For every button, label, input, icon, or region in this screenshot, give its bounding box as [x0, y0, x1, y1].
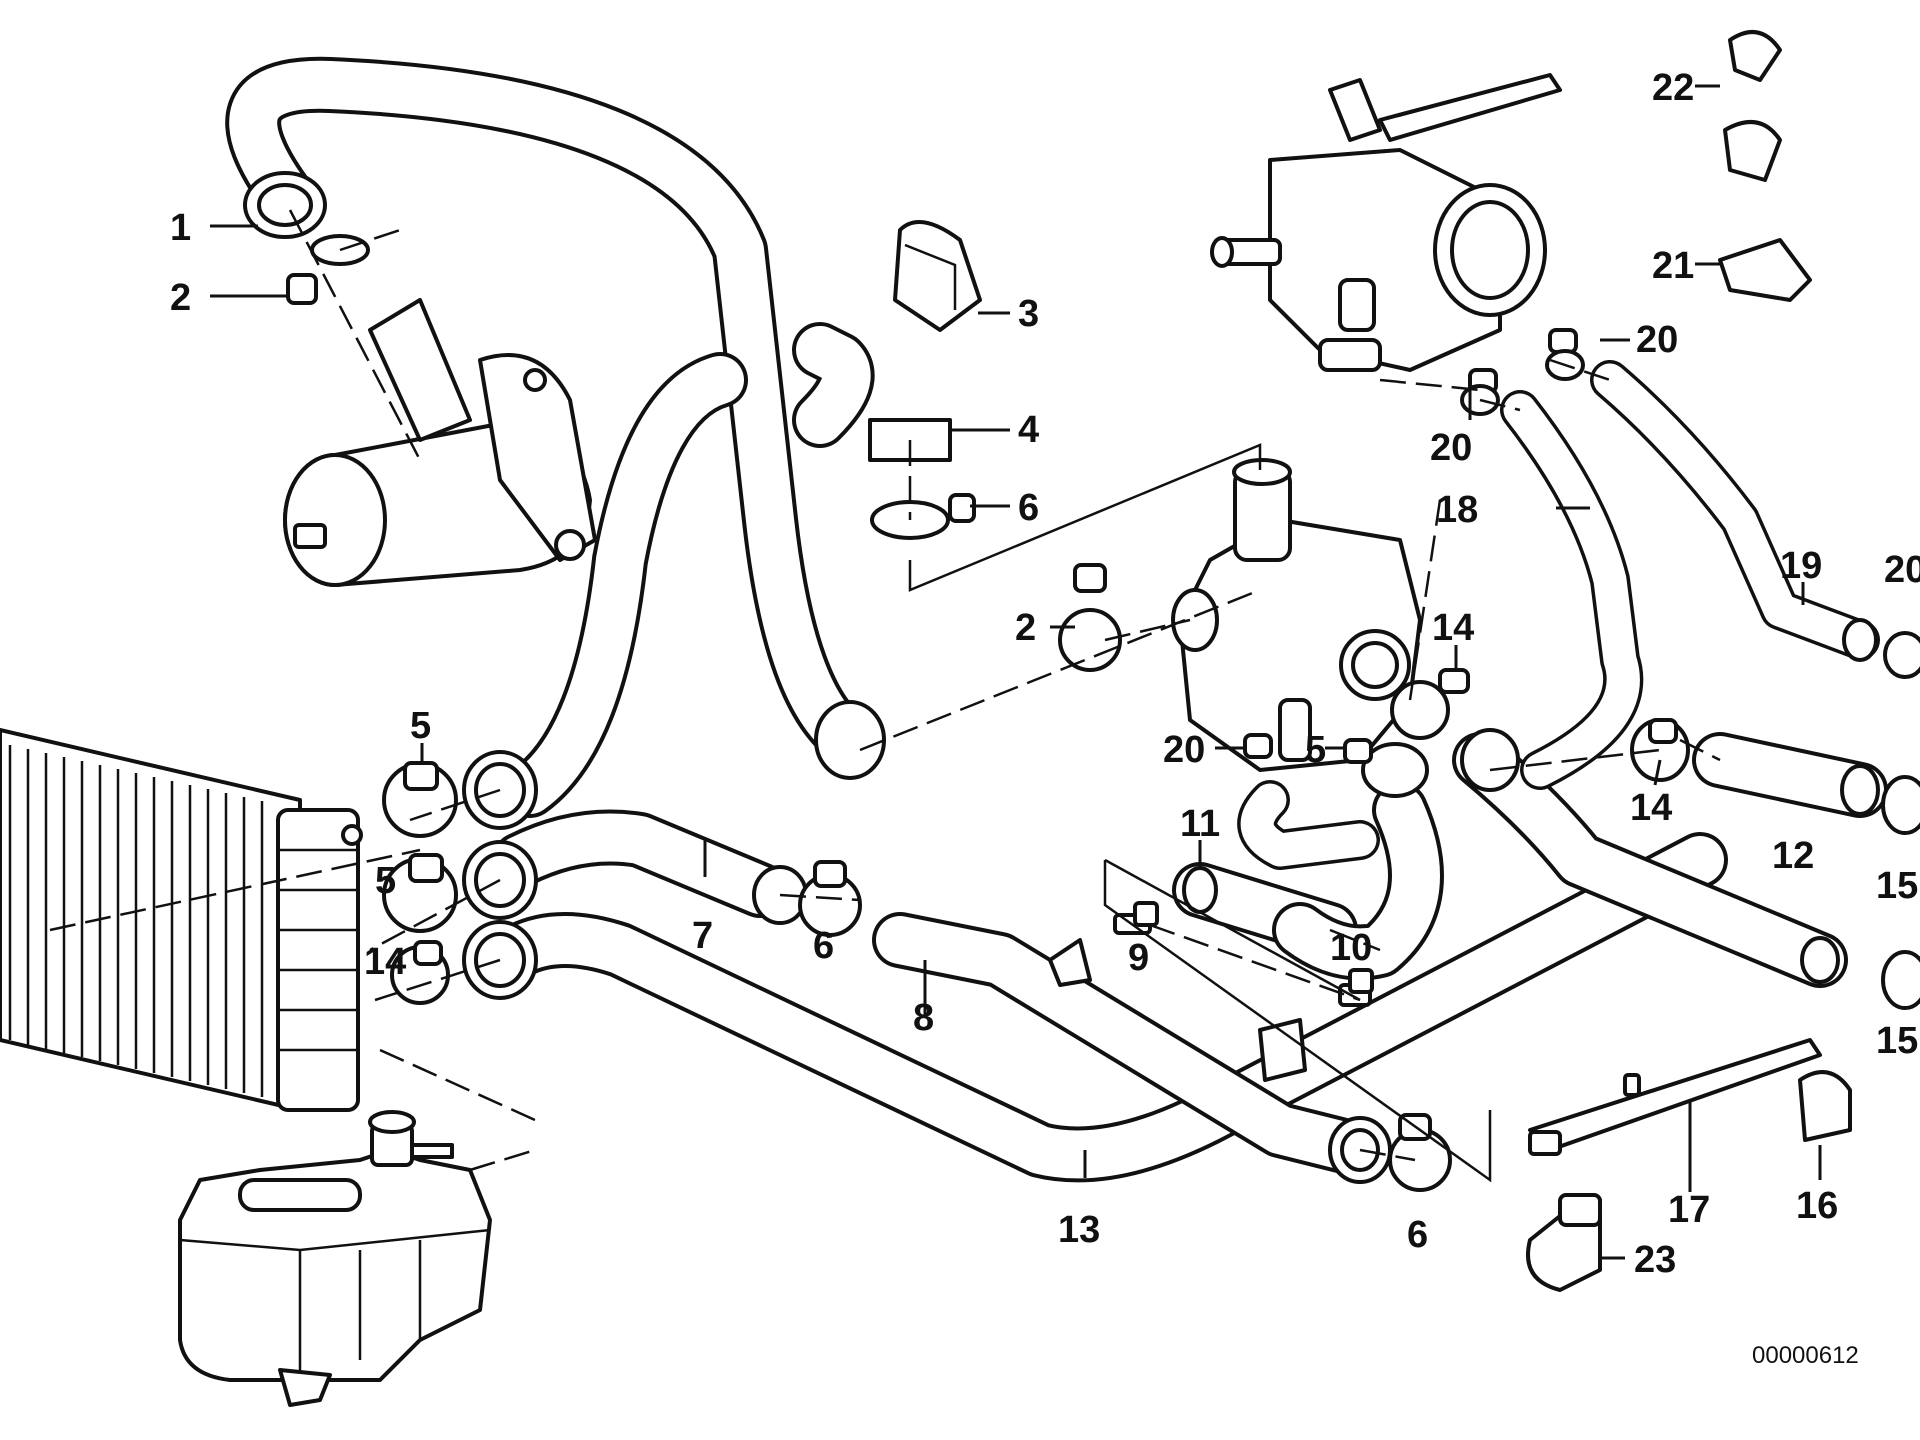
callout-6: 6: [1018, 487, 1039, 529]
callout-18: 18: [1436, 489, 1478, 531]
diagram-number: 00000612: [1752, 1342, 1859, 1369]
callout-14: 14: [1432, 607, 1474, 649]
callout-11: 11: [1180, 803, 1220, 845]
callout-20: 20: [1163, 729, 1205, 771]
callout-2: 2: [170, 277, 191, 319]
throttle-body: [1210, 73, 1562, 372]
callout-20: 20: [1636, 319, 1678, 361]
callout-14: 14: [364, 941, 406, 983]
callout-12: 12: [1772, 835, 1814, 877]
callout-5: 5: [375, 860, 396, 902]
callout-21: 21: [1652, 245, 1694, 287]
callout-20: 20: [1430, 427, 1472, 469]
callout-8: 8: [913, 997, 934, 1039]
callouts: 1 2 2 3 4 5 5 5 6 6 6 7 8 9 10 11 12 13 …: [170, 67, 1920, 1369]
callout-14: 14: [1630, 787, 1672, 829]
callout-15: 15: [1876, 1020, 1918, 1062]
callout-10: 10: [1330, 927, 1372, 969]
assembly-lines: [49, 209, 1721, 1183]
thermostat-housing: [1171, 458, 1422, 772]
hose-end-fittings: [243, 171, 1880, 1184]
hoses: [225, 56, 1888, 1183]
callout-17: 17: [1668, 1189, 1710, 1231]
expansion-tank: [178, 1110, 492, 1407]
leader-lines: [210, 84, 1822, 1260]
callout-9: 9: [1128, 937, 1149, 979]
callout-13: 13: [1058, 1209, 1100, 1251]
callout-6: 6: [813, 925, 834, 967]
water-pump: [283, 298, 597, 587]
callout-2: 2: [1015, 607, 1036, 649]
callout-22: 22: [1652, 67, 1694, 109]
clamps: [286, 30, 1920, 1292]
callout-23: 23: [1634, 1239, 1676, 1281]
callout-4: 4: [1018, 409, 1039, 451]
radiator: [0, 728, 363, 1112]
callout-20: 20: [1884, 549, 1920, 591]
callout-15: 15: [1876, 865, 1918, 907]
callout-5: 5: [1305, 729, 1326, 771]
callout-6: 6: [1407, 1214, 1428, 1256]
callout-16: 16: [1796, 1185, 1838, 1227]
callout-3: 3: [1018, 293, 1039, 335]
callout-1: 1: [170, 207, 191, 249]
callout-5: 5: [410, 705, 431, 747]
callout-7: 7: [692, 915, 713, 957]
callout-19: 19: [1780, 545, 1822, 587]
